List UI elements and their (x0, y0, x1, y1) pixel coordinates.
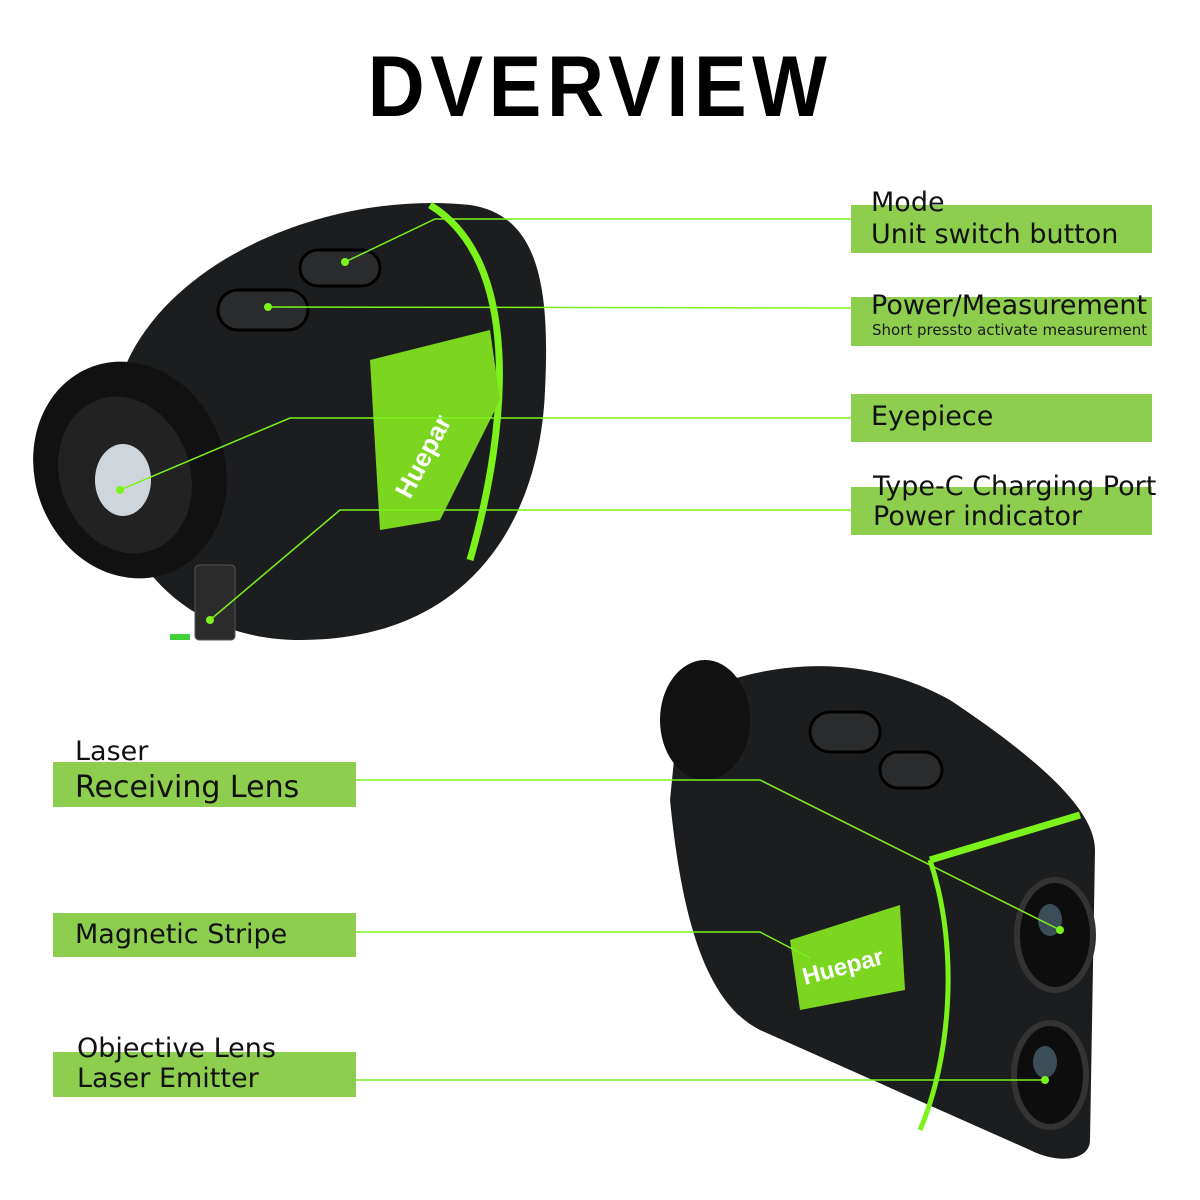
leader-dots (116, 258, 1064, 1084)
magnetic-stripe-panel (370, 330, 500, 530)
rangefinder-rear-view: Huepar (33, 202, 547, 641)
power-button (216, 288, 310, 332)
receiving-lens (1014, 877, 1096, 993)
eyepiece-lens (95, 444, 151, 516)
mode-button (298, 248, 382, 288)
rangefinder-front-view: Huepar (660, 660, 1096, 1159)
leader-lines (119, 218, 1061, 1081)
page-title: DVERVIEW (367, 39, 833, 135)
usb-port-cover (194, 564, 236, 641)
